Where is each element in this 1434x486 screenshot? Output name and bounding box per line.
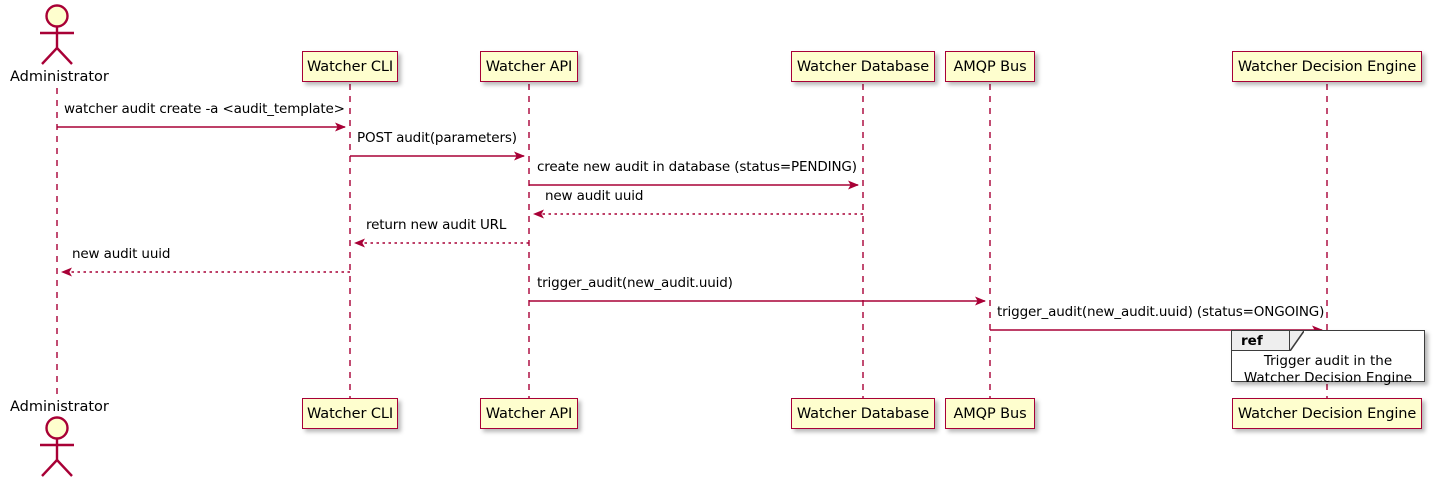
participant-box-watcher-api-bottom[interactable]: Watcher API xyxy=(480,398,578,429)
message-label-1: POST audit(parameters) xyxy=(357,130,517,146)
message-label-5: new audit uuid xyxy=(72,246,171,262)
actor-icon-administrator-bottom xyxy=(40,416,74,477)
actor-label-administrator-bottom: Administrator xyxy=(10,399,109,415)
message-label-7: trigger_audit(new_audit.uuid) (status=ON… xyxy=(997,304,1325,320)
message-label-2: create new audit in database (status=PEN… xyxy=(537,159,857,175)
ref-fragment-line-2: Watcher Decision Engine xyxy=(1243,370,1413,386)
message-label-0: watcher audit create -a <audit_template> xyxy=(64,101,345,117)
message-label-6: trigger_audit(new_audit.uuid) xyxy=(537,275,733,291)
actor-icon-administrator-top xyxy=(40,4,74,65)
lifelines xyxy=(56,84,1328,398)
ref-fragment: ref Trigger audit in the Watcher Decisio… xyxy=(1231,330,1425,386)
ref-fragment-keyword: ref xyxy=(1232,331,1290,351)
message-arrows xyxy=(57,122,1323,335)
message-label-3: new audit uuid xyxy=(545,188,644,204)
participant-box-amqp-bus-top[interactable]: AMQP Bus xyxy=(945,51,1035,82)
participant-box-watcher-database-bottom[interactable]: Watcher Database xyxy=(791,398,935,429)
participant-box-watcher-cli-top[interactable]: Watcher CLI xyxy=(302,51,398,82)
actor-label-administrator-top: Administrator xyxy=(10,69,109,85)
participant-box-watcher-database-top[interactable]: Watcher Database xyxy=(791,51,935,82)
participant-box-watcher-decision-engine-top[interactable]: Watcher Decision Engine xyxy=(1232,51,1422,82)
participant-box-watcher-cli-bottom[interactable]: Watcher CLI xyxy=(302,398,398,429)
message-label-4: return new audit URL xyxy=(366,217,507,233)
participant-box-amqp-bus-bottom[interactable]: AMQP Bus xyxy=(945,398,1035,429)
participant-box-watcher-api-top[interactable]: Watcher API xyxy=(480,51,578,82)
participant-box-watcher-decision-engine-bottom[interactable]: Watcher Decision Engine xyxy=(1232,398,1422,429)
ref-fragment-line-1: Trigger audit in the xyxy=(1263,353,1393,369)
ref-fragment-tab-corner-icon xyxy=(1290,331,1304,351)
